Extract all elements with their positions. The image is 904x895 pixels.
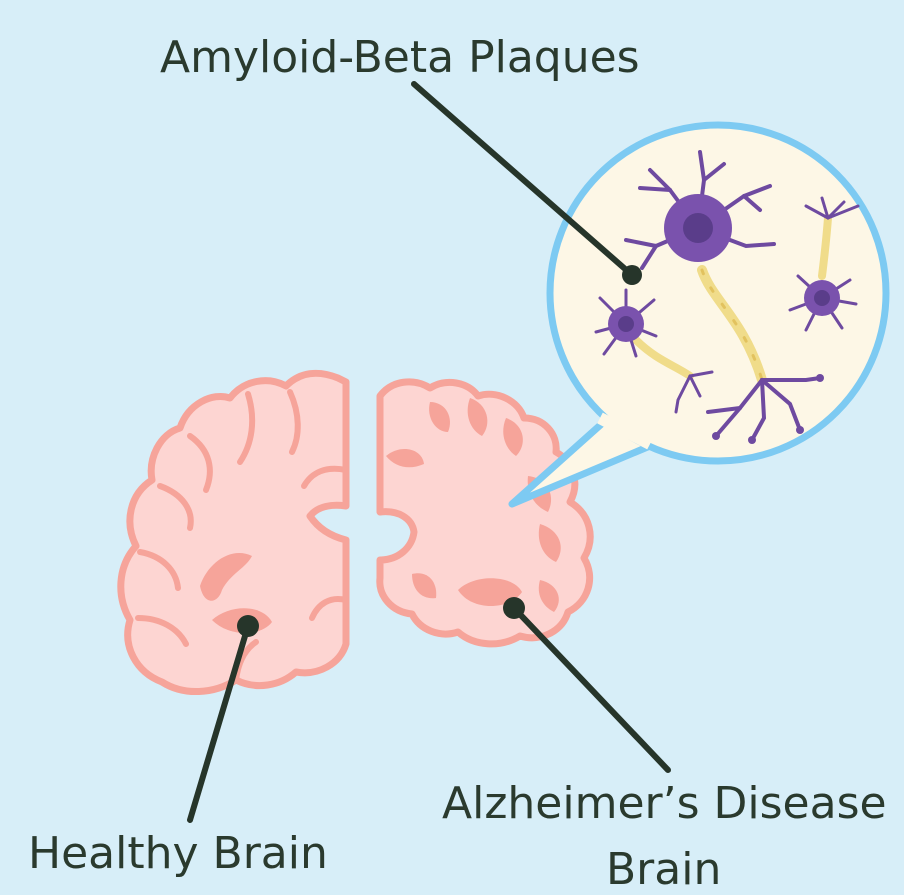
alzheimers-brain-illustration (380, 382, 590, 644)
alzheimers-brain-label-line1: Alzheimer’s Disease (442, 782, 887, 826)
amyloid-pointer-dot (622, 265, 642, 285)
alzheimers-pointer-line (514, 608, 668, 770)
zoom-bubble (512, 125, 886, 504)
healthy-pointer-dot (237, 615, 259, 637)
alzheimers-pointer-dot (503, 597, 525, 619)
healthy-brain-illustration (121, 373, 346, 691)
healthy-brain-label: Healthy Brain (28, 832, 328, 876)
healthy-brain-shape (121, 373, 346, 691)
alzheimers-brain-label-line2: Brain (606, 848, 721, 892)
amyloid-beta-plaques-label: Amyloid-Beta Plaques (160, 36, 640, 80)
